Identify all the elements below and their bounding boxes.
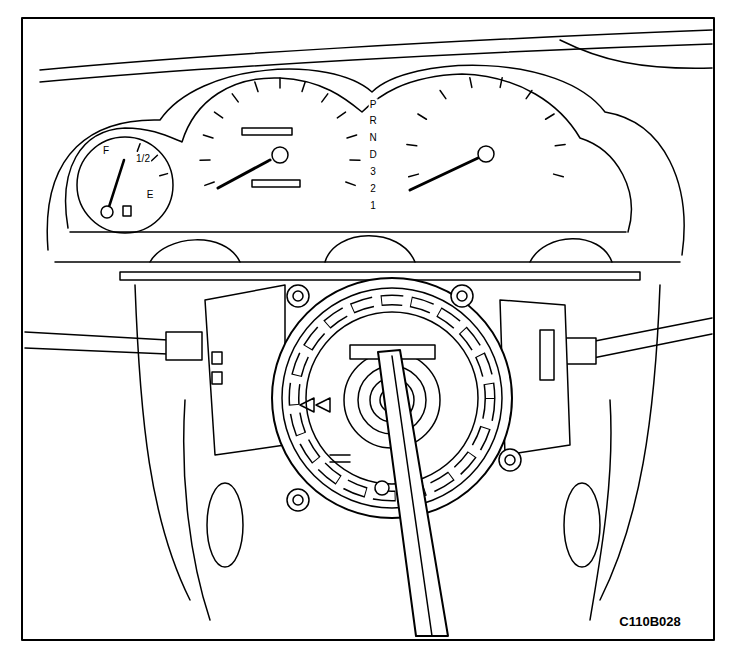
gauge-tick [205,182,214,185]
gauge-tick [470,78,472,88]
gauge-mark: F [102,145,110,156]
cutout [150,240,240,262]
gauge-tick [546,114,555,119]
gear-indicator: N [368,132,377,143]
screw [457,291,467,301]
gauge-tick [322,94,328,102]
align-mark [300,398,330,412]
gauge-tick [279,78,281,88]
needle-hub [101,206,113,218]
cylinder [207,483,243,567]
dash-edge [40,44,712,82]
gauge-tick [160,174,168,176]
gauge-tick [337,112,345,118]
gauge-tick [554,174,564,177]
frame [22,18,714,640]
gauge-tick [232,94,238,102]
fuel-gauge [77,137,173,233]
figure-code: C110B028 [618,615,681,629]
wire [590,318,712,358]
screwdriver [378,350,448,636]
screw [287,285,309,307]
cylinder [564,483,600,567]
screw [499,449,521,471]
screw [287,489,309,511]
gear-indicator: P [369,99,378,110]
screwdriver [392,356,432,636]
gauge-mark: 1/2 [135,153,151,164]
cluster-hood [47,65,684,255]
needle [410,158,478,190]
needle-hub [478,146,494,162]
gear-indicator: 3 [369,166,377,177]
needle [108,160,124,210]
mark [330,455,350,462]
gauge-tick [255,82,258,91]
pin [375,481,389,495]
gauge-tick [418,114,427,119]
gauge-tick [500,78,502,88]
cluster-face [66,74,632,232]
fuel-icon [123,206,131,216]
screw [505,455,515,465]
shroud [184,400,210,620]
gauge-tick [203,135,213,138]
gauge-tick [347,135,357,138]
needle [218,160,270,188]
gauge-tick [350,159,360,161]
gear-indicator: 2 [369,183,377,194]
needle-hub [272,147,288,163]
cutout [530,239,612,262]
dash-edge [560,40,712,68]
screw [451,285,473,307]
switch-detail [212,372,222,384]
tick-group [137,78,565,186]
gauge-tick [526,90,532,98]
gear-indicator: D [368,149,377,160]
gauge-tick [200,159,210,161]
cluster-edge [55,261,680,263]
switch-block [205,285,285,455]
display [242,128,292,135]
gauge-tick [152,155,158,160]
switch-detail [540,330,554,380]
connector [166,332,202,360]
gauge-tick [407,144,417,145]
gauge-tick [346,182,355,185]
switch-detail [212,352,222,364]
gear-indicator: R [368,115,377,126]
gauge-tick [214,112,222,118]
gauge-tick [440,90,446,98]
cutout [325,236,415,262]
gear-indicator: 1 [369,200,377,211]
screw [293,291,303,301]
screw [293,495,303,505]
cluster-edge [70,231,626,233]
gauge-tick [555,144,565,145]
gauge-tick [302,82,305,91]
wire [25,332,168,354]
shroud [600,285,660,600]
dash-edge [40,30,712,70]
gauge-mark: E [146,189,155,200]
gauge-tick [409,174,419,177]
gauge-tick [137,144,140,152]
display [252,180,300,187]
